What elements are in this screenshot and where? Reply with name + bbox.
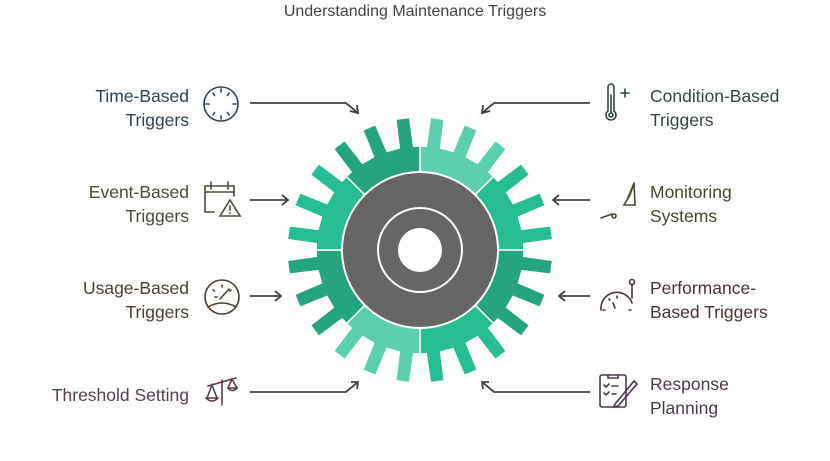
clock-icon — [203, 86, 239, 122]
label-line-2: Based Triggers — [650, 302, 768, 322]
label-line-1: Time-Based — [95, 86, 189, 106]
scale-icon — [205, 377, 239, 406]
arrow-condition-based — [480, 102, 590, 115]
label-line-2: Planning — [650, 398, 719, 418]
label-line-2: Triggers — [650, 110, 714, 130]
label-line-2: Triggers — [125, 206, 189, 226]
label-line-1: Response — [650, 374, 729, 394]
gauge-icon — [204, 279, 240, 315]
arrow-monitoring — [551, 194, 590, 206]
arrow-event-based — [250, 194, 290, 206]
gear — [286, 116, 554, 384]
label-line-1: Condition-Based — [650, 86, 780, 106]
label-line-2: Triggers — [125, 110, 189, 130]
label-line-2: Systems — [650, 206, 718, 226]
label-performance-based: Performance- Based Triggers — [650, 276, 768, 324]
label-line-1: Usage-Based — [82, 278, 189, 298]
clipboard-pencil-icon — [599, 374, 639, 409]
label-line-1: Monitoring — [650, 182, 732, 202]
thermometer-icon — [605, 83, 630, 121]
diagram-title: Understanding Maintenance Triggers — [283, 3, 547, 20]
label-threshold-setting: Threshold Setting — [52, 383, 189, 407]
arrow-usage-based — [250, 290, 283, 302]
arrow-performance — [557, 290, 590, 302]
performance-gauge-icon — [600, 278, 636, 311]
label-line-1: Performance- — [650, 278, 757, 298]
monitor-arm-icon — [600, 182, 636, 219]
gear-inner-ring — [377, 207, 463, 293]
calendar-warning-icon — [204, 181, 242, 217]
arrow-time-based — [250, 102, 360, 115]
label-line-2: Triggers — [125, 302, 189, 322]
arrow-response — [480, 381, 590, 393]
label-line-1: Event-Based — [88, 182, 189, 202]
arrow-threshold — [250, 381, 360, 393]
label-line-1: Threshold Setting — [51, 385, 189, 405]
gear-hole — [398, 228, 442, 272]
